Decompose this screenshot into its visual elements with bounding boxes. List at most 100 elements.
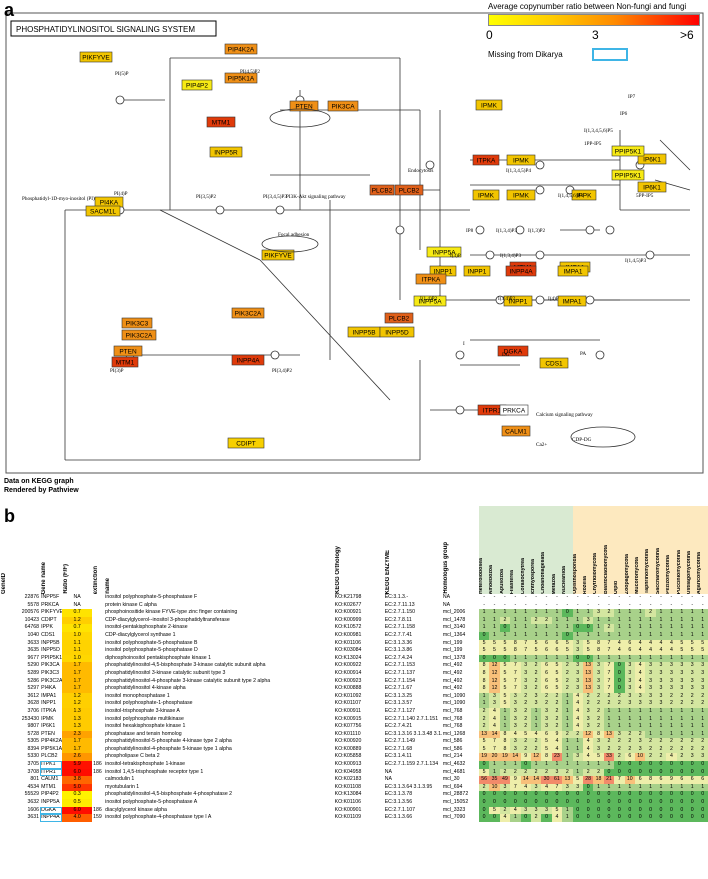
count-cell: 3 (520, 662, 531, 670)
count-cell: - (624, 601, 635, 610)
gene-box (501, 425, 531, 437)
count-cell: 0 (572, 791, 583, 800)
count-cell: 0 (520, 814, 531, 822)
count-cell: 0 (697, 806, 708, 815)
gene-name: MTM1 (41, 783, 56, 790)
count-cell: 1 (634, 707, 646, 716)
count-cell: 5 (562, 647, 573, 655)
kegg-enzyme: EC:2.7.1.153 (384, 662, 416, 669)
count-cell: 0 (655, 799, 667, 807)
count-cell: 1 (634, 654, 646, 663)
gene-box (261, 249, 295, 261)
gene-label: PI4KA (100, 200, 119, 207)
column-header-label: GeneID (1, 572, 7, 594)
count-cell: 1 (655, 616, 667, 625)
gene-description: calmodulin 1 (105, 776, 135, 783)
ratio: NA (62, 594, 93, 602)
count-cell: 1 (634, 624, 646, 632)
extinction (92, 594, 104, 602)
gene-name: PIK3C2A (41, 677, 63, 684)
count-cell: - (593, 601, 604, 610)
count-cell: 1 (624, 723, 635, 731)
kegg-enzyme: EC:3.1.3.64 3.1.3.95 (384, 783, 433, 790)
kegg-orthology: KO:K13024 (334, 654, 362, 661)
count-cell: 3 (676, 685, 688, 693)
count-cell: 2 (666, 692, 677, 701)
homologous-group: mcl_694 (442, 783, 463, 790)
ratio: 1.3 (62, 707, 93, 716)
count-cell: 28 (582, 776, 594, 784)
count-cell: 1 (572, 738, 583, 746)
count-cell: 5 (551, 669, 563, 678)
homologous-group: mcl_30 (442, 776, 460, 783)
count-cell: 1 (572, 761, 583, 769)
count-cell: 0 (634, 814, 646, 822)
gene-label: PIK3C2A (126, 333, 153, 340)
count-cell: 3 (614, 730, 625, 739)
count-cell: 3 (687, 677, 698, 686)
count-cell: 1 (655, 783, 667, 792)
count-cell: 0 (676, 768, 688, 777)
count-cell: 7 (614, 776, 625, 784)
group-header-label: Chytridiomycota (593, 553, 599, 594)
count-cell: 2 (603, 700, 615, 708)
group-header-label: Corallochytrea (520, 557, 526, 594)
count-cell: 3 (645, 662, 656, 670)
count-cell: 1 (624, 624, 635, 632)
count-cell: 3 (655, 692, 667, 701)
count-cell: 4 (572, 692, 583, 701)
gene-id: 3705 (27, 761, 40, 768)
count-cell: 5 (593, 753, 604, 762)
pathway-connector (654, 179, 691, 191)
gene-description: inositol-tetrakisphosphate 1-kinase (105, 761, 186, 768)
count-cell: 12 (489, 662, 500, 670)
count-cell: 7 (520, 647, 531, 655)
pathway-connector (659, 139, 691, 171)
count-cell: 4 (666, 639, 677, 648)
count-cell: 3 (666, 677, 677, 686)
count-cell: 1 (697, 654, 708, 663)
count-cell: 30 (541, 776, 552, 784)
count-cell: 10 (634, 753, 646, 762)
count-cell: 1 (510, 814, 521, 822)
count-cell: 3 (666, 669, 677, 678)
kegg-enzyme: EC:2.7.1.154 (384, 677, 416, 684)
homologous-group: mcl_199 (442, 647, 463, 654)
gene-id: 5330 (27, 753, 40, 760)
gene-name: PTEN (41, 730, 55, 737)
group-header-label: Pezizomycotina (666, 555, 672, 594)
count-cell: 2 (582, 692, 594, 701)
count-cell: 7 (489, 738, 500, 746)
count-cell: 6 (541, 685, 552, 693)
gene-id: 5578 (27, 601, 40, 608)
ratio: 0.7 (62, 609, 93, 617)
gene-box (231, 307, 265, 319)
count-cell: 14 (530, 776, 542, 784)
count-cell: 1 (499, 761, 511, 769)
gene-name: ITPK1 (40, 761, 63, 769)
compound-label: Focal adhesion (278, 232, 310, 238)
count-cell: 5 (541, 745, 552, 754)
kegg-orthology: KO:K05858 (334, 753, 362, 760)
count-cell: 4 (645, 639, 656, 648)
count-cell: 2 (499, 768, 511, 777)
count-cell: 1 (666, 723, 677, 731)
count-cell: 0 (530, 791, 542, 800)
count-cell: 0 (666, 761, 677, 769)
count-cell: 3 (676, 677, 688, 686)
gene-label: ITPKA (422, 277, 441, 284)
ratio: 1.2 (62, 700, 93, 708)
ratio: 0.5 (62, 799, 93, 807)
count-cell: 1 (666, 783, 677, 792)
count-cell: 3 (582, 707, 594, 716)
count-cell: 5 (478, 647, 490, 655)
kegg-enzyme: EC:3.1.4.11 (384, 753, 412, 760)
count-cell: - (541, 594, 552, 602)
count-cell: 0 (593, 806, 604, 815)
count-cell: - (582, 594, 594, 602)
count-cell: 0 (520, 761, 531, 769)
count-cell: 2 (676, 753, 688, 762)
count-cell: 13 (562, 776, 573, 784)
